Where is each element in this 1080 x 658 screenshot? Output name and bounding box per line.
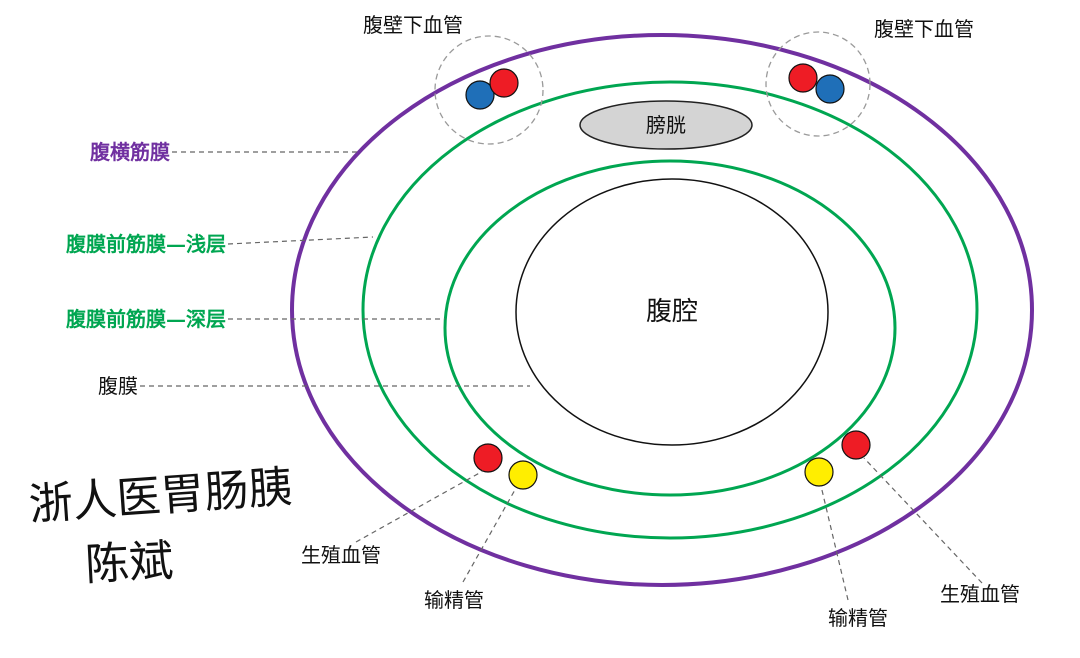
label-bladder: 膀胱 xyxy=(646,113,686,137)
epigastric-right-vein xyxy=(815,74,845,104)
label-gonadal-right: 生殖血管 xyxy=(940,582,1020,606)
epigastric-left-artery xyxy=(489,68,519,98)
label-abdominal-cavity: 腹腔 xyxy=(646,297,698,327)
leader-gonadal-left xyxy=(355,470,484,543)
leader-gonadal-right xyxy=(863,457,983,584)
signature-line-1: 浙人医胃肠胰 xyxy=(27,462,294,531)
label-peritoneum: 腹膜 xyxy=(98,374,138,398)
preperitoneal-superficial-ring xyxy=(361,80,979,540)
vas-deferens-left xyxy=(508,460,538,490)
label-gonadal-left: 生殖血管 xyxy=(301,543,381,567)
leader-preperitoneal-superficial xyxy=(227,236,374,245)
label-epigastric-left: 腹壁下血管 xyxy=(363,13,463,37)
bladder-shape xyxy=(579,100,753,150)
label-epigastric-right: 腹壁下血管 xyxy=(874,17,974,41)
label-transversalis-fascia: 腹横筋膜 xyxy=(90,140,170,164)
label-vas-left: 输精管 xyxy=(424,588,484,612)
peritoneum-ring xyxy=(515,178,829,446)
gonadal-right-vessel xyxy=(841,430,871,460)
label-vas-right: 输精管 xyxy=(828,606,888,630)
gonadal-left-vessel xyxy=(473,443,503,473)
epigastric-right-artery xyxy=(788,63,818,93)
leader-vas-right xyxy=(820,485,849,601)
vas-deferens-right xyxy=(804,457,834,487)
leader-vas-left xyxy=(462,487,517,583)
label-preperitoneal-deep: 腹膜前筋膜—深层 xyxy=(66,307,226,331)
epigastric-left-vein xyxy=(465,80,495,110)
preperitoneal-deep-ring xyxy=(443,159,897,497)
epigastric-left-dashed-circle xyxy=(434,35,544,145)
epigastric-right-dashed-circle xyxy=(765,31,871,137)
signature-line-2: 陈斌 xyxy=(84,535,175,591)
transversalis-fascia-ring xyxy=(290,33,1034,587)
label-preperitoneal-superficial: 腹膜前筋膜—浅层 xyxy=(66,232,226,256)
